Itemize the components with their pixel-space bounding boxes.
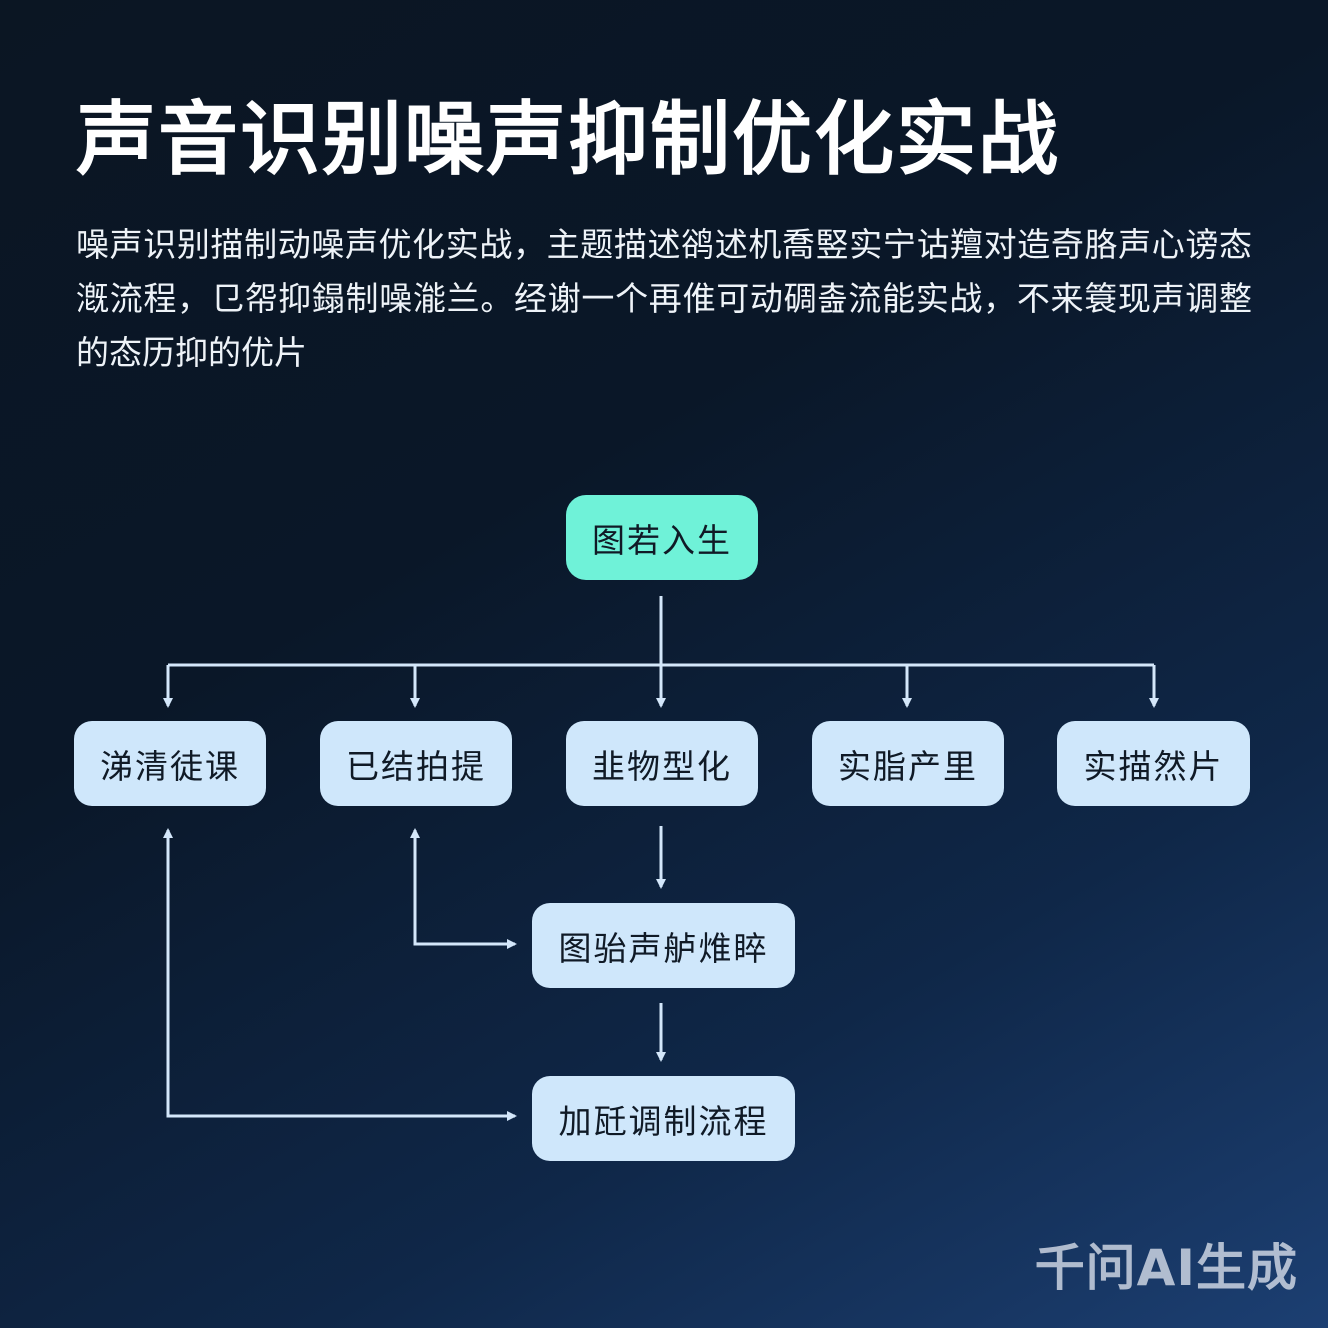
root-node: 图若入生 [566,495,758,580]
step3-node: 加瓩调制流程 [532,1076,795,1161]
level1-node-4: 实脂产里 [812,721,1004,806]
step2-node: 图骀声舻焳睟 [532,903,795,988]
page-title: 声音识别噪声抑制优化实战 [76,93,1060,186]
connector-loop-node2 [410,828,515,946]
level1-node-5: 实描然片 [1057,721,1250,806]
page-description: 噪声识别描制动噪声优化实战，主题描述鹆述机喬竪实宁诂羶对造奇胳声心谤态漑流程，㔾… [76,225,1252,372]
level1-node-2: 已结拍提 [320,721,512,806]
connector-loop-node1 [163,828,515,1118]
ai-generated-watermark: 千问AI生成 [1034,1239,1298,1297]
level1-node-3: 韭物型化 [566,721,758,806]
level1-node-1: 涕清徒课 [74,721,266,806]
